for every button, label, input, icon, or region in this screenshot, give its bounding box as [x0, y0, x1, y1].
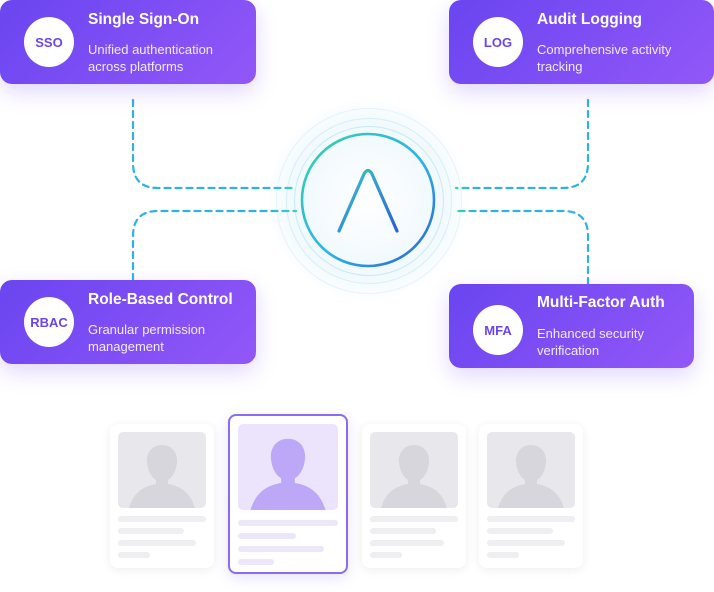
hub-ring-2 — [286, 118, 452, 284]
person-silhouette-icon — [250, 438, 326, 510]
hub-ring-3 — [276, 108, 462, 294]
placeholder-line — [370, 528, 436, 534]
lambda-logo-icon — [337, 168, 399, 233]
feature-description: Enhanced security verification — [537, 326, 644, 358]
feature-card-rbac[interactable]: RBAC Role-Based Control Granular permiss… — [0, 280, 256, 364]
person-silhouette-icon — [129, 445, 195, 508]
feature-title: Audit Logging — [537, 11, 643, 28]
placeholder-line — [118, 516, 206, 522]
feature-description: Comprehensive activity tracking — [537, 42, 672, 74]
avatar — [370, 432, 458, 508]
placeholder-line — [487, 540, 565, 546]
feature-title: Role-Based Control — [88, 291, 233, 308]
feature-card-log[interactable]: LOG Audit Logging Comprehensive activity… — [449, 0, 714, 84]
placeholder-line — [118, 552, 150, 558]
placeholder-line — [487, 516, 575, 522]
connector-mfa — [454, 209, 590, 286]
placeholder-line — [487, 528, 553, 534]
hub-ring-1 — [294, 126, 444, 276]
placeholder-line — [238, 533, 296, 539]
feature-card-mfa[interactable]: MFA Multi-Factor Auth Enhanced security … — [449, 284, 694, 368]
feature-title: Multi-Factor Auth — [537, 294, 665, 311]
placeholder-line — [370, 516, 458, 522]
placeholder-line — [238, 559, 274, 565]
avatar — [238, 424, 338, 510]
placeholder-line — [487, 552, 519, 558]
profile-card[interactable] — [110, 424, 214, 568]
hub-circle — [300, 132, 436, 268]
placeholder-line — [238, 520, 338, 526]
connector-log — [454, 98, 590, 190]
person-silhouette-icon — [498, 445, 564, 508]
feature-title: Single Sign-On — [88, 11, 200, 28]
profile-card[interactable] — [479, 424, 583, 568]
feature-card-sso[interactable]: SSO Single Sign-On Unified authenticatio… — [0, 0, 256, 84]
person-silhouette-icon — [381, 445, 447, 508]
avatar — [487, 432, 575, 508]
placeholder-line — [370, 540, 444, 546]
placeholder-line — [118, 540, 196, 546]
badge-sso: SSO — [24, 17, 74, 67]
placeholder-line — [118, 528, 184, 534]
profile-card-selected[interactable] — [228, 414, 348, 574]
profile-card[interactable] — [362, 424, 466, 568]
placeholder-line — [238, 546, 324, 552]
badge-log: LOG — [473, 17, 523, 67]
feature-description: Granular permission management — [88, 322, 206, 354]
badge-rbac: RBAC — [24, 297, 74, 347]
placeholder-line — [370, 552, 402, 558]
connector-sso — [131, 98, 298, 190]
avatar — [118, 432, 206, 508]
connector-rbac — [131, 209, 298, 282]
feature-description: Unified authentication across platforms — [88, 42, 214, 74]
badge-mfa: MFA — [473, 305, 523, 355]
